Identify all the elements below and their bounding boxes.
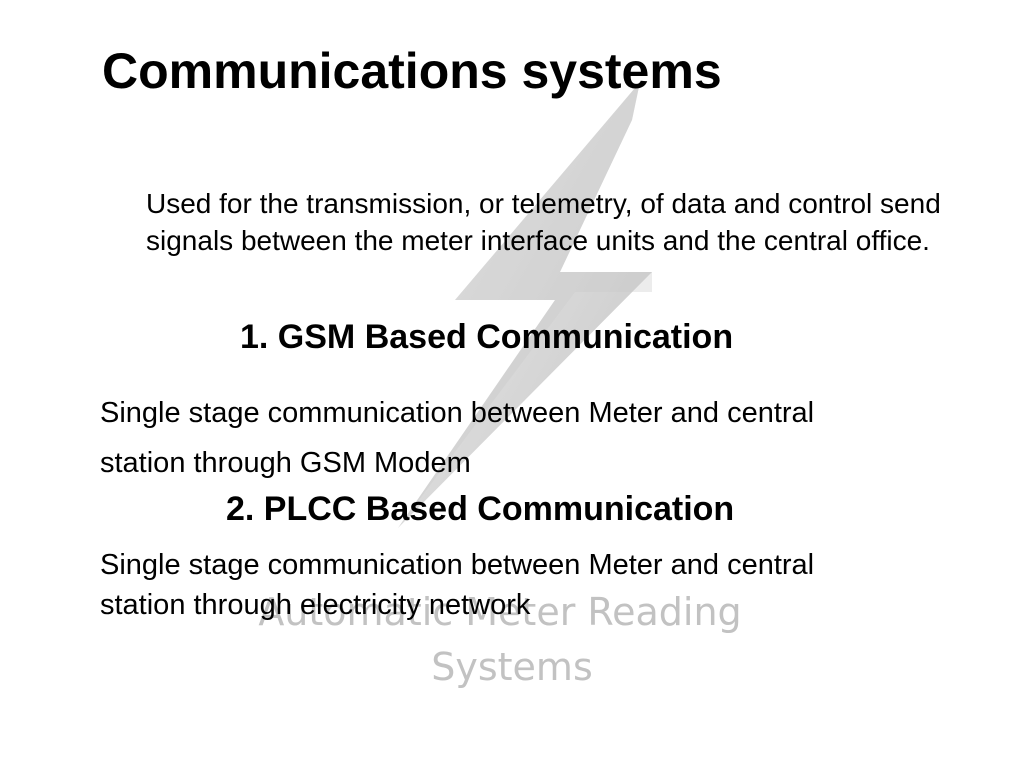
section-heading-gsm: 1. GSM Based Communication [240, 318, 734, 356]
section-description-gsm-line1: Single stage communication between Meter… [100, 397, 815, 429]
section-description-plcc-line1: Single stage communication between Meter… [100, 549, 815, 581]
section-description-plcc: Single stage communication between Meter… [100, 545, 970, 625]
watermark-text-line1: Automatic Meter Reading [258, 590, 742, 634]
section-heading-plcc: 2. PLCC Based Communication [226, 490, 735, 528]
section-description-plcc-line2: station through electricity network [100, 589, 531, 621]
section-description-gsm-line2: station through GSM Modem [100, 447, 471, 479]
section-description-gsm: Single stage communication between Meter… [100, 388, 970, 488]
intro-paragraph: Used for the transmission, or telemetry,… [146, 188, 941, 256]
slide-title: Communications systems [102, 43, 722, 99]
watermark-text-line2: Systems [431, 645, 593, 689]
